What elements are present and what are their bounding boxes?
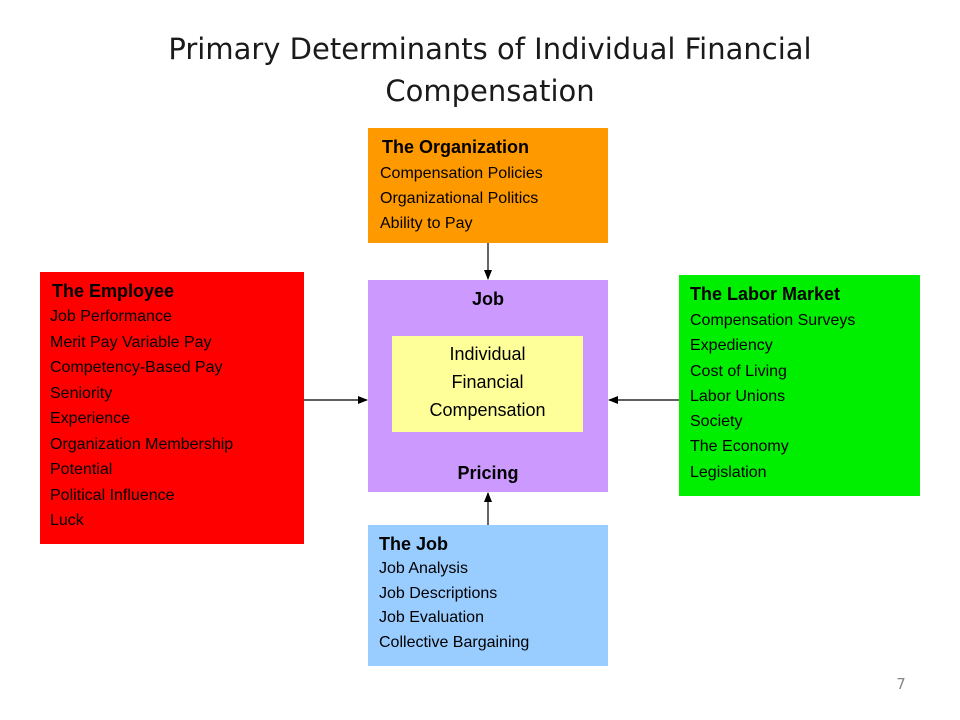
center-line: Individual [449, 344, 526, 364]
page-number: 7 [896, 675, 906, 693]
employee-box: The Employee Job Performance Merit Pay V… [40, 272, 304, 544]
employee-item: Political Influence [50, 486, 175, 504]
employee-heading: The Employee [52, 281, 175, 301]
organization-heading: The Organization [382, 137, 530, 157]
job-item: Job Evaluation [379, 609, 484, 626]
employee-item: Experience [50, 410, 131, 427]
employee-item: Organization Membership [50, 435, 234, 453]
job-box: The Job Job Analysis Job Descriptions Jo… [368, 525, 608, 666]
employee-item: Competency-Based Pay [50, 359, 223, 376]
labor-market-item: Compensation Surveys [690, 312, 856, 329]
labor-market-item: Society [690, 413, 743, 431]
job-pricing-box: Job Individual Financial Compensation Pr… [368, 280, 608, 492]
labor-market-item: Expediency [690, 337, 773, 355]
organization-box: The Organization Compensation Policies O… [368, 128, 608, 243]
job-heading: The Job [379, 534, 449, 554]
labor-market-item: The Economy [690, 438, 789, 456]
employee-item: Seniority [50, 384, 113, 402]
employee-item: Job Performance [50, 308, 172, 325]
labor-market-item: Legislation [690, 463, 767, 481]
labor-market-item: Cost of Living [690, 362, 787, 380]
center-line: Compensation [429, 400, 546, 420]
job-pricing-top-label: Job [471, 289, 504, 309]
job-pricing-bottom-label: Pricing [457, 463, 519, 483]
center-line: Financial [451, 372, 524, 392]
labor-market-heading: The Labor Market [690, 284, 841, 304]
employee-item: Luck [50, 512, 84, 529]
labor-market-item: Labor Unions [690, 387, 786, 405]
job-item: Collective Bargaining [379, 633, 530, 651]
organization-item: Organizational Politics [380, 190, 539, 207]
organization-item: Ability to Pay [380, 215, 473, 232]
job-item: Job Analysis [379, 560, 468, 577]
organization-item: Compensation Policies [380, 165, 543, 182]
slide-title: Primary Determinants of Individual Finan… [168, 32, 812, 108]
job-item: Job Descriptions [379, 584, 498, 602]
employee-item: Merit Pay Variable Pay [50, 333, 212, 351]
employee-item: Potential [50, 461, 113, 478]
labor-market-box: The Labor Market Compensation Surveys Ex… [679, 275, 920, 496]
individual-financial-compensation-box: Individual Financial Compensation [392, 336, 583, 432]
